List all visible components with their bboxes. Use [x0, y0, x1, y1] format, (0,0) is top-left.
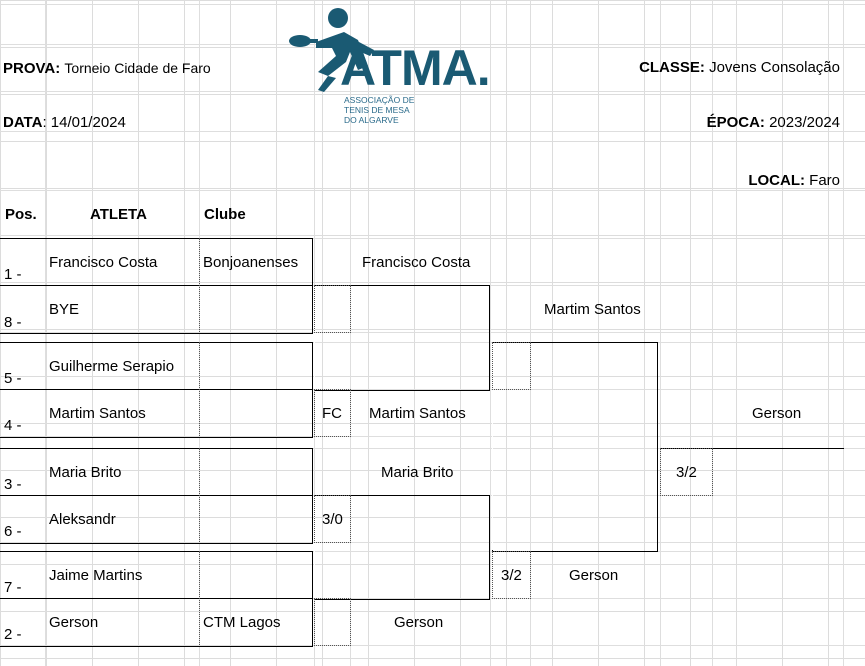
entry-pos: 8 - — [4, 314, 22, 331]
entry-club: Bonjoanenses — [203, 254, 299, 271]
prova-field: PROVA: Torneio Cidade de Faro — [3, 59, 211, 78]
pair-box-2 — [0, 342, 313, 438]
semi-winner: Martim Santos — [544, 301, 641, 318]
epoca-label: ÉPOCA: — [706, 114, 765, 131]
score-cell — [492, 551, 531, 599]
entry-pos: 3 - — [4, 476, 22, 493]
entry-pos: 6 - — [4, 523, 22, 540]
data-field: DATA: 14/01/2024 — [3, 114, 126, 132]
logo-subtitle-3: DO ALGARVE — [344, 115, 399, 125]
entry-name: Maria Brito — [49, 464, 122, 481]
epoca-field: ÉPOCA: 2023/2024 — [707, 114, 840, 132]
score-cell — [314, 285, 351, 333]
entry-name: Gerson — [49, 614, 99, 631]
pair-box-3 — [0, 448, 313, 544]
entry-pos: 4 - — [4, 417, 22, 434]
logo-text: ATMA. — [340, 40, 491, 96]
score-cell — [314, 598, 351, 646]
entry-pos: 1 - — [4, 266, 22, 283]
data-label: DATA — [3, 114, 43, 131]
final-score: 3/2 — [676, 464, 697, 481]
header-atleta: ATLETA — [90, 206, 147, 223]
semi-winner: Gerson — [569, 567, 619, 584]
round1-score: FC — [322, 405, 342, 422]
table-tennis-player-icon — [289, 8, 374, 92]
prova-label: PROVA: — [3, 60, 61, 77]
entry-pos: 2 - — [4, 626, 22, 643]
local-label: LOCAL: — [748, 172, 805, 189]
score-cell — [492, 342, 531, 390]
prova-value: Torneio Cidade de Faro — [64, 60, 211, 76]
score-cell — [314, 389, 351, 437]
classe-field: CLASSE: Jovens Consolação — [639, 59, 840, 77]
data-value: : 14/01/2024 — [42, 114, 126, 131]
header-pos: Pos. — [5, 206, 37, 223]
semi-score: 3/2 — [501, 567, 522, 584]
round1-winner: Francisco Costa — [362, 254, 471, 271]
entry-pos: 5 - — [4, 370, 22, 387]
round1-winner: Maria Brito — [381, 464, 454, 481]
round1-score: 3/0 — [322, 511, 343, 528]
logo-subtitle-2: TENIS DE MESA — [344, 105, 410, 115]
entry-name: BYE — [49, 301, 80, 318]
logo-subtitle-1: ASSOCIAÇÃO DE — [344, 95, 415, 105]
score-cell — [314, 495, 351, 543]
pair-box-1 — [0, 238, 313, 334]
local-value: Faro — [809, 172, 840, 189]
entry-name: Jaime Martins — [49, 567, 143, 584]
entry-name: Guilherme Serapio — [49, 358, 175, 375]
entry-club: CTM Lagos — [203, 614, 281, 631]
entry-name: Aleksandr — [49, 511, 116, 528]
epoca-value: 2023/2024 — [769, 114, 840, 131]
entry-name: Martim Santos — [49, 405, 146, 422]
atma-logo: ATMA. ASSOCIAÇÃO DE TENIS DE MESA DO ALG… — [288, 4, 508, 130]
final-winner: Gerson — [752, 405, 802, 422]
entry-pos: 7 - — [4, 579, 22, 596]
local-field: LOCAL: Faro — [748, 172, 840, 190]
pair-box-4 — [0, 551, 313, 647]
score-cell — [660, 448, 713, 496]
header-clube: Clube — [204, 206, 246, 223]
entry-name: Francisco Costa — [49, 254, 158, 271]
round1-winner: Gerson — [394, 614, 444, 631]
classe-value: Jovens Consolação — [709, 59, 840, 76]
classe-label: CLASSE: — [639, 59, 705, 76]
round1-winner: Martim Santos — [369, 405, 466, 422]
